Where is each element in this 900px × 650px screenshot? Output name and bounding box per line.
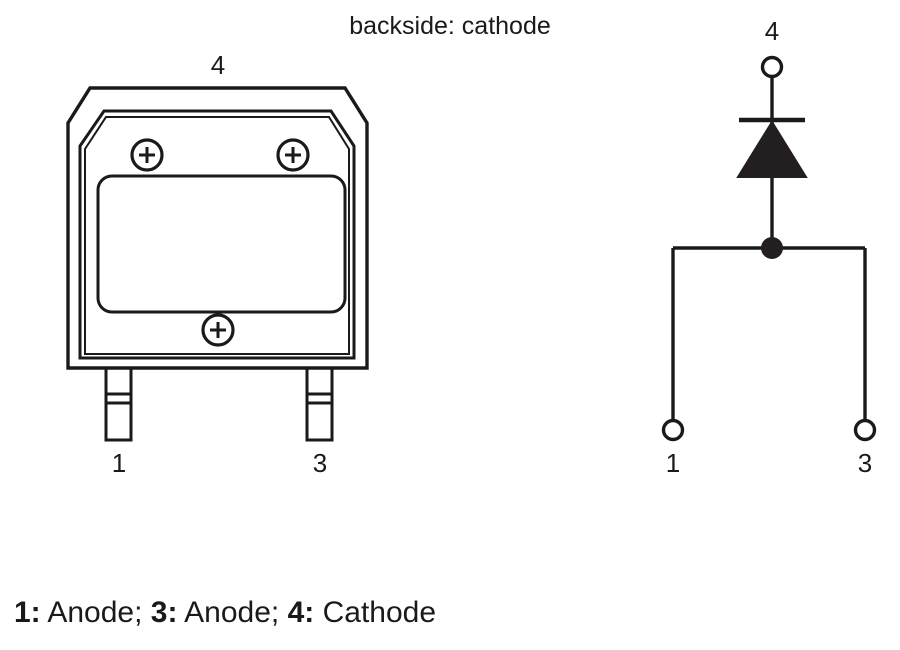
backside-cathode-note: backside: cathode	[349, 12, 551, 40]
junction-dot	[761, 237, 783, 259]
package-rim-bevel-inner	[84, 116, 350, 355]
terminal-circle-3	[853, 418, 877, 442]
pin-function-caption: 1: Anode; 3: Anode; 4: Cathode	[14, 598, 436, 628]
caption-fn-3: Anode;	[177, 596, 288, 629]
package-pin-label-4: 4	[210, 50, 226, 80]
lead-pin-3	[305, 360, 334, 442]
schematic-drawing	[661, 55, 877, 442]
caption-fn-4: Cathode	[314, 596, 437, 629]
schematic-terminal-label-1: 1	[665, 448, 681, 478]
caption-pin-1: 1:	[14, 596, 41, 629]
terminal-circle-4	[760, 55, 784, 79]
caption-pin-4: 4:	[287, 596, 315, 629]
plus-marker-right	[276, 138, 310, 172]
package-inner-panel	[96, 174, 347, 314]
diode-triangle	[736, 120, 808, 178]
plus-marker-left	[130, 138, 164, 172]
plus-marker-bottom	[201, 313, 235, 347]
package-rim-bevel	[78, 109, 356, 360]
package-pin-label-1: 1	[111, 448, 127, 478]
caption-fn-1: Anode;	[40, 596, 151, 629]
caption-pin-3: 3:	[150, 596, 178, 629]
schematic-terminal-label-3: 3	[857, 448, 873, 478]
package-drawing	[66, 86, 369, 442]
schematic-terminal-label-4: 4	[764, 16, 780, 46]
lead-pin-1	[104, 360, 133, 442]
terminal-circle-1	[661, 418, 685, 442]
package-pin-label-3: 3	[312, 448, 328, 478]
